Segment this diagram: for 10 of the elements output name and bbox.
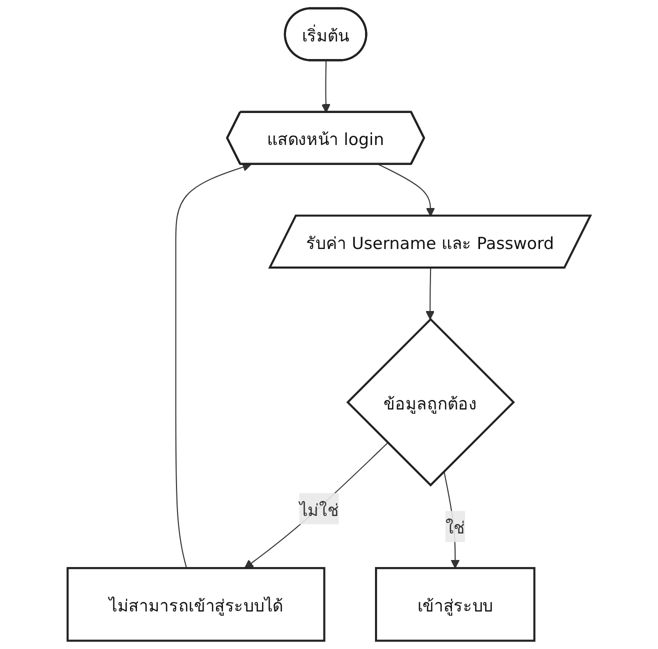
edge-label: ใช่	[445, 518, 466, 538]
arrow	[426, 268, 435, 320]
node-box: เข้าสู่ระบบ	[374, 567, 536, 642]
node-box: ไม่สามารถเข้าสู่ระบบได้	[66, 567, 326, 642]
arrow	[321, 60, 330, 113]
arrow	[244, 442, 388, 568]
arrow	[175, 162, 252, 568]
edge-label: ไม่ใช่	[299, 500, 339, 520]
node-diamond: ข้อมูลถูกต้อง	[346, 318, 515, 487]
arrow	[378, 164, 435, 217]
